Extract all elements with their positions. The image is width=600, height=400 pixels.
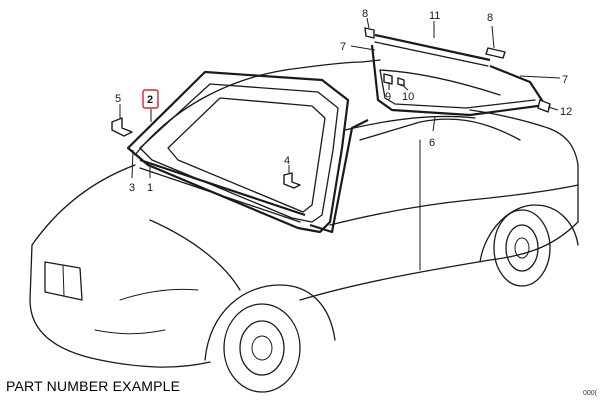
callout-label-1[interactable]: 1 [147,182,153,194]
clip-part-5 [111,117,133,137]
clip-part-8-left [364,27,375,39]
callout-2-highlight-box [142,89,159,109]
callout-label-7-right[interactable]: 7 [562,74,568,86]
leader-lines [119,17,561,179]
clip-part-4 [283,172,301,189]
callout-label-5[interactable]: 5 [115,93,121,105]
callout-label-12[interactable]: 12 [560,106,572,118]
clip-part-9 [383,73,393,85]
clip-part-10 [397,77,405,87]
callout-label-3[interactable]: 3 [129,182,135,194]
callout-label-2[interactable]: 2 [147,94,153,106]
callout-label-8-right[interactable]: 8 [487,12,493,24]
car-body [29,59,579,368]
roof-trim-strip [374,33,491,67]
rear-wheel [493,209,551,287]
clip-part-8-right [485,47,506,59]
callout-label-10[interactable]: 10 [402,91,414,103]
callout-label-11[interactable]: 11 [429,10,440,22]
front-wheel [223,303,301,393]
windshield-seal-outer [126,70,350,234]
callout-label-7-left[interactable]: 7 [340,41,346,53]
part-number-example-caption: PART NUMBER EXAMPLE [6,378,181,394]
clip-part-12 [537,99,551,113]
callout-label-4[interactable]: 4 [284,155,290,167]
diagram-code: 000( [583,390,598,397]
callout-label-9[interactable]: 9 [385,91,391,103]
windshield-seal-inner [139,83,339,223]
windshield-side-trim [309,119,369,234]
callout-label-6[interactable]: 6 [429,137,435,149]
windshield-lower-trim [139,158,306,223]
callout-label-8-left[interactable]: 8 [362,8,368,20]
rear-window-frame [370,44,547,117]
